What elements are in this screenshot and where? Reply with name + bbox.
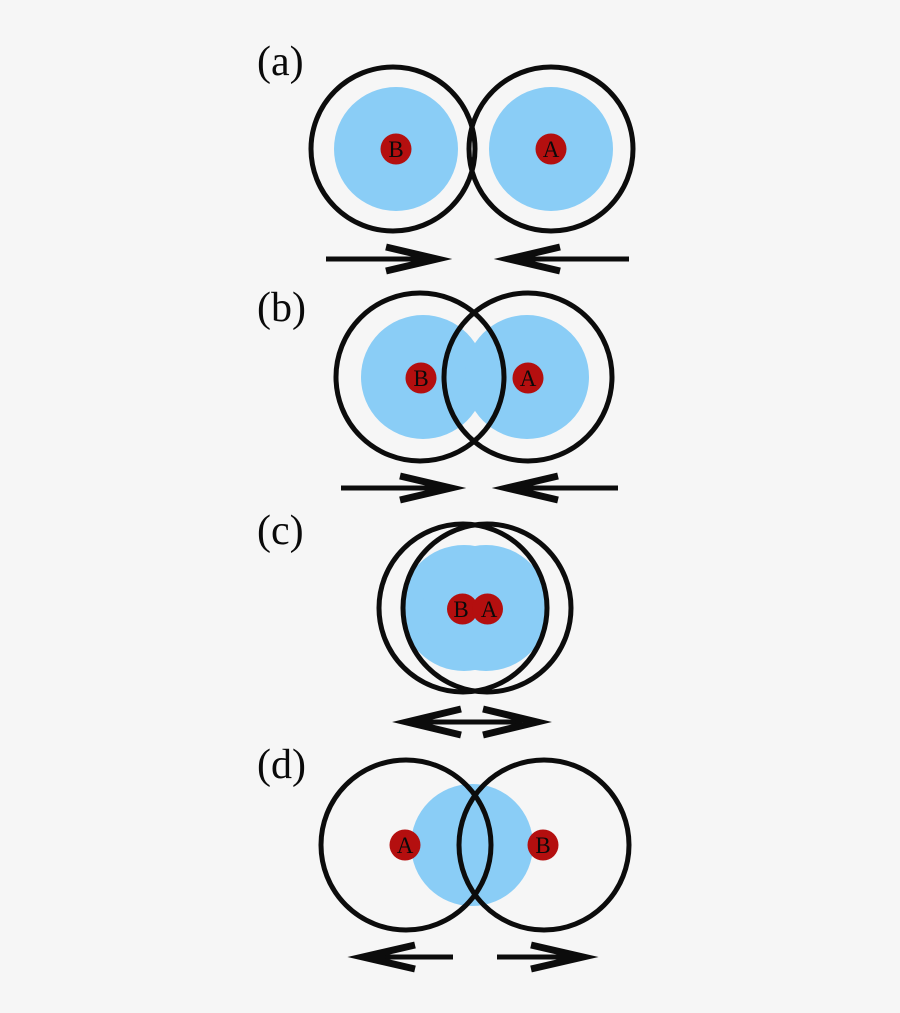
nucleus-right (535, 133, 567, 165)
atom-outline-right (441, 290, 615, 464)
atom-outline-right (400, 521, 574, 695)
nucleus-right-label: A (520, 366, 537, 391)
nucleus-left-label: B (453, 597, 468, 622)
arrow-leftward-icon (491, 472, 618, 504)
arrow-rightward-icon (497, 941, 599, 973)
panel-a-label: (a) (257, 39, 304, 85)
arrow-rightward-icon (326, 243, 453, 275)
nucleus-left-label: B (388, 137, 403, 162)
nucleus-left (447, 593, 478, 625)
nucleus-left (380, 133, 412, 165)
nucleus-left (389, 829, 421, 861)
nucleus-left-label: B (413, 366, 428, 391)
atom-outline-left (308, 64, 478, 234)
panel-b: B A (b) (257, 285, 618, 504)
arrow-leftward-icon (347, 941, 453, 973)
panel-c-label: (c) (257, 508, 304, 554)
nucleus-right (512, 362, 544, 394)
electron-cloud-center (411, 784, 533, 906)
atom-outline-right (466, 64, 636, 234)
panel-d: A B (d) (257, 742, 632, 973)
nucleus-right (527, 829, 559, 861)
panel-c: B A (c) (257, 508, 574, 739)
nucleus-right-label: A (543, 137, 560, 162)
arrow-leftward-icon (493, 243, 629, 275)
atom-outline-left (333, 290, 507, 464)
nucleus-right-label: B (535, 833, 550, 858)
arrow-rightward-icon (341, 472, 467, 504)
nucleus-left-label: A (397, 833, 414, 858)
atom-outline-right (456, 757, 632, 933)
atom-outline-left (376, 521, 550, 695)
atom-outline-left (318, 757, 494, 933)
arrow-double-headed-icon (392, 705, 552, 739)
panel-a: B A (a) (257, 39, 636, 275)
panel-b-label: (b) (257, 285, 306, 331)
nucleus-left (405, 362, 437, 394)
nucleus-right-label: A (481, 597, 498, 622)
nucleus-right (472, 593, 503, 625)
panel-d-label: (d) (257, 742, 306, 788)
